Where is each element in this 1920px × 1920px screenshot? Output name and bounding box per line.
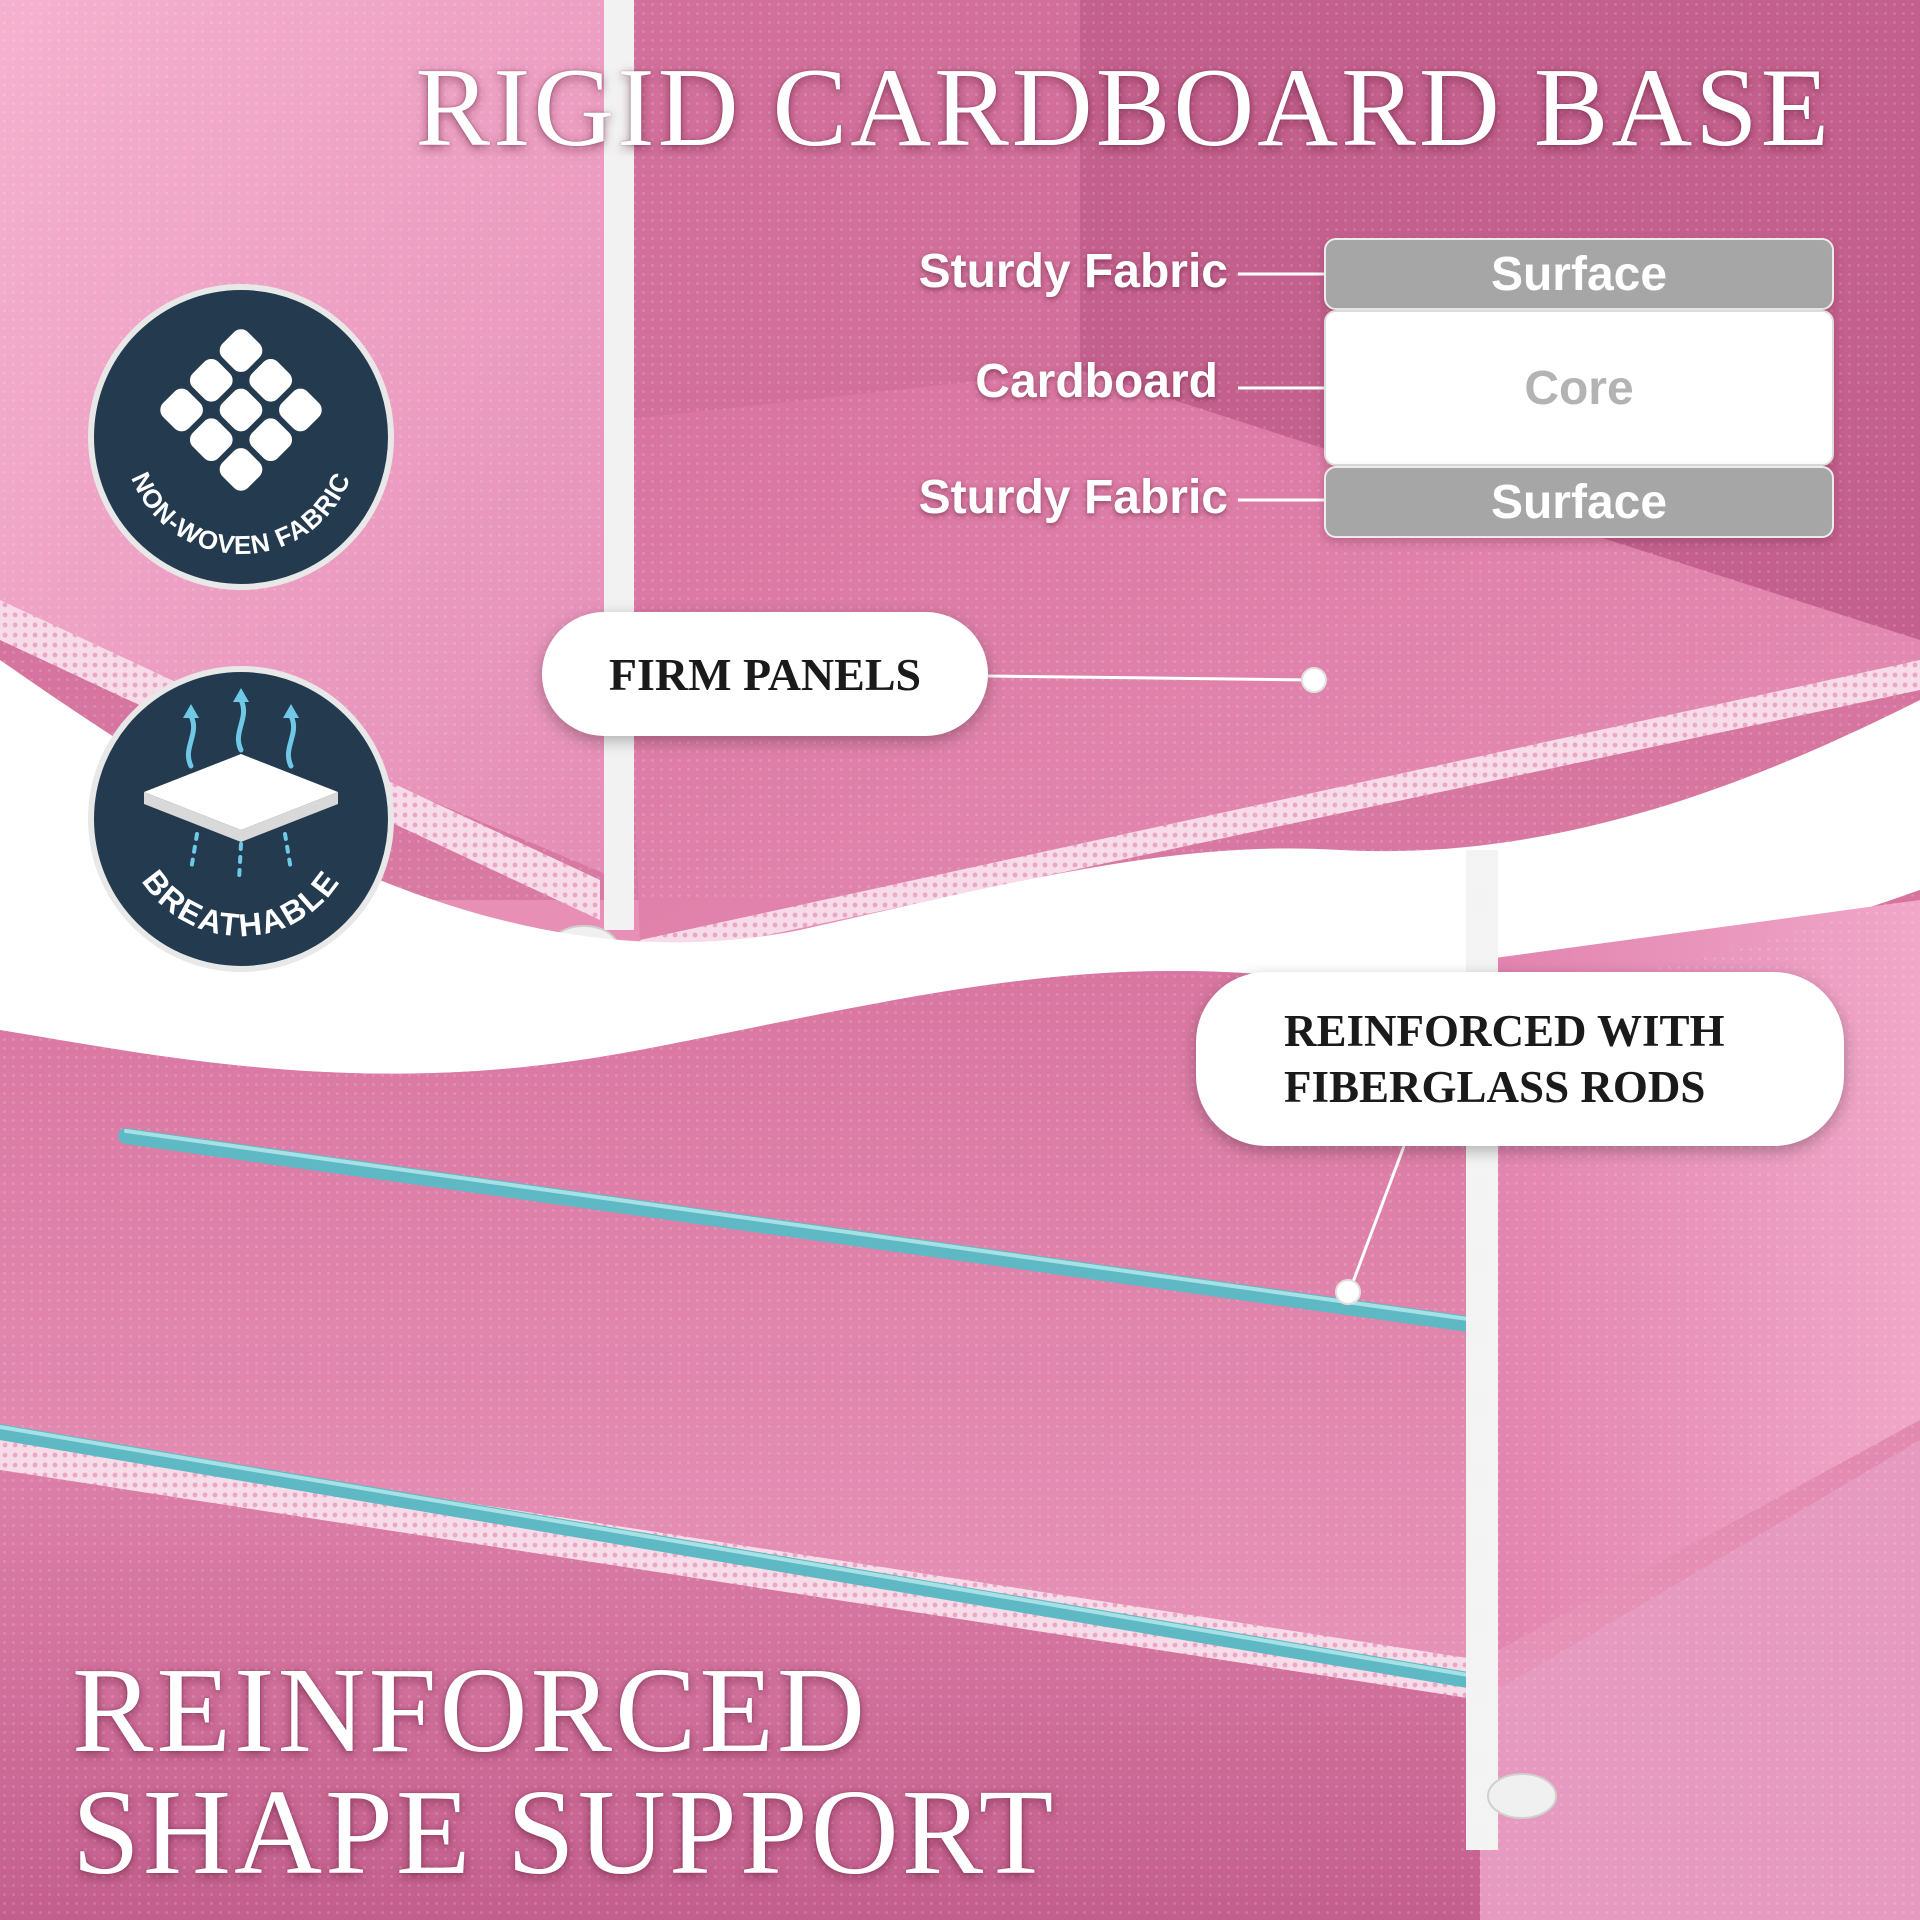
layer-surface-top: Surface	[1324, 238, 1834, 310]
layer-label-cardboard: Cardboard	[975, 355, 1218, 408]
headline-reinforced-shape-support: REINFORCED SHAPE SUPPORT	[72, 1650, 1056, 1894]
callout-line: FIBERGLASS RODS	[1284, 1062, 1706, 1112]
layer-label-bottom-fabric: Sturdy Fabric	[918, 471, 1228, 524]
breathable-badge: BREATHABLE	[88, 666, 394, 972]
callout-firm-panels: FIRM PANELS	[542, 612, 988, 736]
headline-rigid-cardboard-base: RIGID CARDBOARD BASE	[415, 46, 1832, 170]
layer-core: Core	[1324, 310, 1834, 466]
layer-surface-bottom: Surface	[1324, 466, 1834, 538]
headline-line: SHAPE SUPPORT	[72, 1765, 1057, 1900]
callout-line: REINFORCED WITH	[1284, 1006, 1725, 1056]
woven-lattice-icon	[156, 325, 326, 495]
air-flow-arrows-icon	[144, 688, 338, 882]
headline-line: REINFORCED	[72, 1643, 868, 1778]
layer-label-top-fabric: Sturdy Fabric	[918, 245, 1228, 298]
non-woven-fabric-badge: NON-WOVEN FABRIC	[88, 284, 394, 590]
callout-fiberglass-rods: REINFORCED WITH FIBERGLASS RODS	[1196, 972, 1844, 1146]
